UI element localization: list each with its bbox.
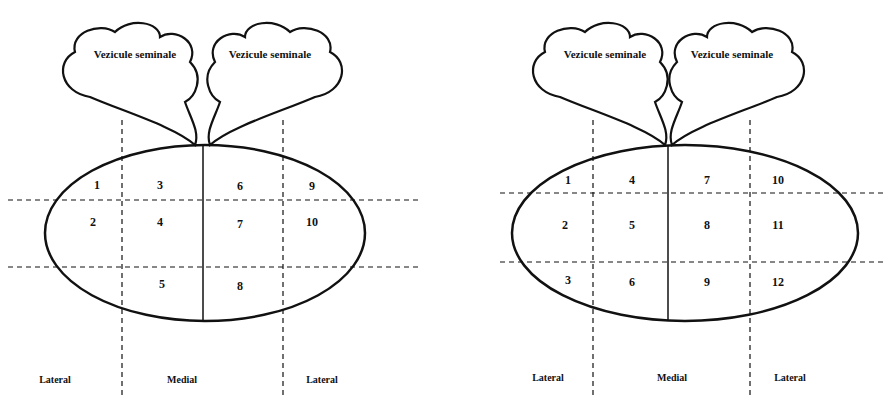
dashed-line bbox=[8, 199, 420, 200]
seminal-vesicle: Vezicule seminale bbox=[55, 17, 205, 152]
vesicle-label: Vezicule seminale bbox=[564, 48, 646, 61]
dashed-line bbox=[500, 192, 885, 193]
zone-number: 9 bbox=[704, 275, 710, 289]
seminal-vesicle: Vezicule seminale bbox=[525, 17, 675, 152]
prostate-outline bbox=[512, 145, 858, 321]
dashed-line bbox=[282, 120, 283, 398]
zone-number: 3 bbox=[565, 273, 571, 287]
side-label: Lateral bbox=[39, 374, 71, 386]
zone-number: 8 bbox=[237, 279, 243, 293]
side-label: Lateral bbox=[774, 372, 806, 384]
zone-number: 6 bbox=[237, 179, 243, 193]
side-label: Lateral bbox=[306, 374, 338, 386]
dashed-line bbox=[8, 266, 420, 267]
side-label: Medial bbox=[657, 372, 687, 384]
zone-number: 1 bbox=[94, 178, 100, 192]
zone-number: 2 bbox=[562, 218, 568, 232]
zone-number: 4 bbox=[629, 173, 635, 187]
zone-number: 2 bbox=[90, 215, 96, 229]
zone-number: 10 bbox=[306, 215, 318, 229]
zone-number: 1 bbox=[565, 173, 571, 187]
zone-number: 7 bbox=[237, 217, 243, 231]
zone-number: 7 bbox=[704, 173, 710, 187]
zone-number: 12 bbox=[772, 275, 784, 289]
dashed-line bbox=[500, 261, 885, 262]
zone-number: 11 bbox=[772, 218, 783, 232]
zone-number: 5 bbox=[629, 218, 635, 232]
midline bbox=[202, 145, 204, 321]
vesicle-label: Vezicule seminale bbox=[229, 48, 311, 61]
zone-number: 4 bbox=[157, 215, 163, 229]
vesicle-outline bbox=[200, 17, 350, 152]
vesicle-label: Vezicule seminale bbox=[691, 48, 773, 61]
seminal-vesicle: Vezicule seminale bbox=[662, 17, 812, 152]
zone-number: 9 bbox=[309, 179, 315, 193]
zone-number: 8 bbox=[704, 218, 710, 232]
dashed-line bbox=[121, 120, 122, 398]
zone-number: 3 bbox=[157, 178, 163, 192]
side-label: Medial bbox=[167, 374, 197, 386]
prostate-outline bbox=[45, 145, 365, 321]
zone-number: 5 bbox=[159, 277, 165, 291]
zone-number: 6 bbox=[629, 275, 635, 289]
vesicle-outline bbox=[662, 17, 812, 152]
dashed-line bbox=[749, 120, 750, 398]
vesicle-outline bbox=[55, 17, 205, 152]
vesicle-outline bbox=[525, 17, 675, 152]
vesicle-label: Vezicule seminale bbox=[94, 48, 176, 61]
side-label: Lateral bbox=[532, 372, 564, 384]
midline bbox=[667, 145, 669, 321]
dashed-line bbox=[592, 120, 593, 398]
zone-number: 10 bbox=[772, 173, 784, 187]
seminal-vesicle: Vezicule seminale bbox=[200, 17, 350, 152]
